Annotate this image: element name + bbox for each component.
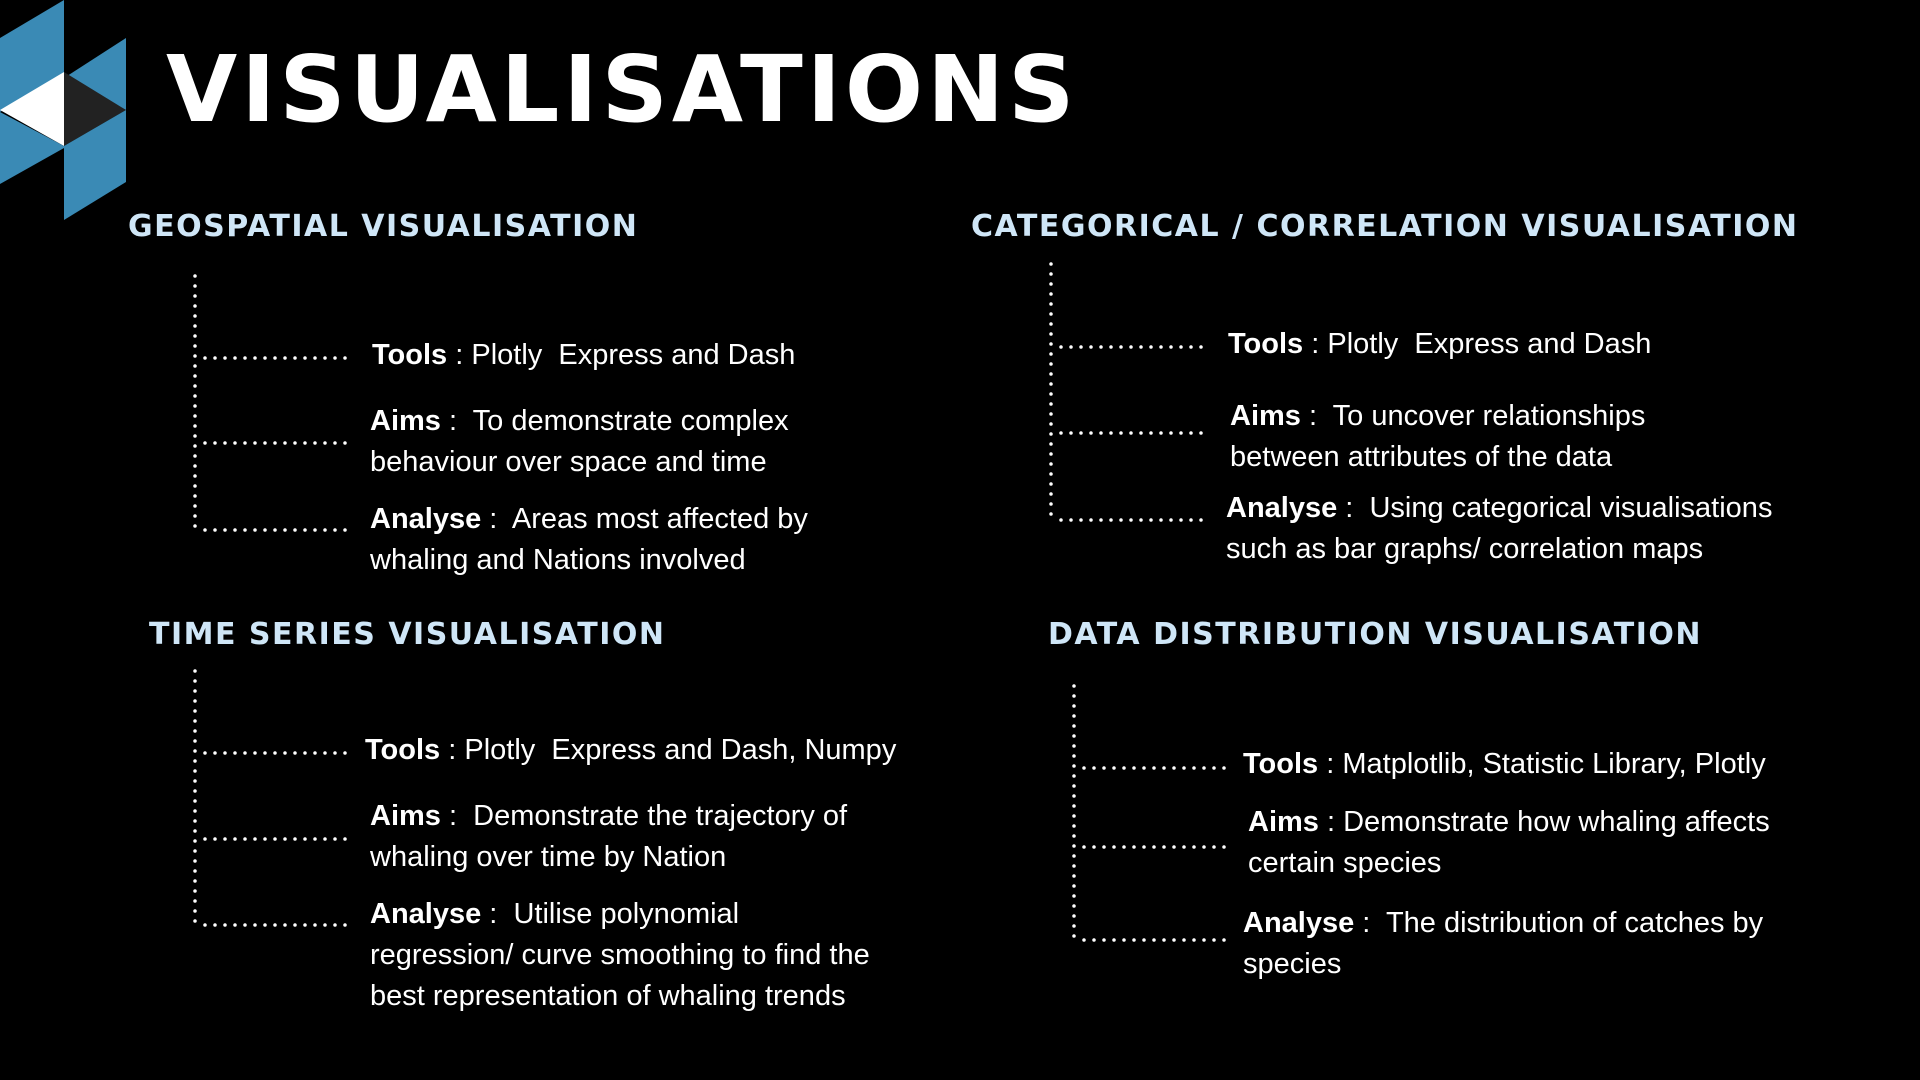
separator: :	[440, 405, 473, 437]
analyse-text-line-1: Areas most affected by	[511, 503, 808, 535]
logo-right-upper-facet	[64, 38, 126, 110]
tools-item: Tools : Plotly Express and Dash	[1228, 324, 1651, 365]
tools-text: Plotly Express and Dash	[471, 339, 796, 371]
analyse-key: Analyse	[370, 503, 482, 535]
tools-text: Plotly Express and Dash, Numpy	[464, 734, 897, 766]
separator: :	[440, 734, 465, 766]
logo-bottom-right-facet	[64, 110, 126, 220]
analyse-text-line-3: best representation of whaling trends	[370, 980, 846, 1012]
separator: :	[440, 800, 474, 832]
tools-text: Plotly Express and Dash	[1327, 328, 1652, 360]
aims-key: Aims	[370, 405, 441, 437]
section-heading: GEOSPATIAL VISUALISATION	[128, 209, 639, 244]
aims-item: Aims : To uncover relationships between …	[1230, 396, 1645, 478]
aims-item: Aims : Demonstrate how whaling affects c…	[1248, 802, 1770, 884]
separator: :	[481, 503, 512, 535]
logo-dark-facet	[64, 72, 126, 146]
tools-key: Tools	[372, 339, 448, 371]
section-heading: DATA DISTRIBUTION VISUALISATION	[1048, 617, 1703, 652]
aims-text-line-1: Demonstrate how whaling affects	[1343, 806, 1770, 838]
analyse-text-line-2: species	[1243, 948, 1342, 980]
analyse-text-line-1: Utilise polynomial	[513, 898, 740, 930]
logo-white-facet	[0, 72, 64, 146]
separator: :	[1318, 748, 1343, 780]
aims-text-line-1: Demonstrate the trajectory of	[473, 800, 848, 832]
tools-item: Tools : Plotly Express and Dash	[372, 335, 795, 376]
tools-item: Tools : Plotly Express and Dash, Numpy	[365, 730, 896, 771]
tools-text: Matplotlib, Statistic Library, Plotly	[1342, 748, 1766, 780]
aims-text-line-1: To uncover relationships	[1332, 400, 1646, 432]
aims-text-line-2: certain species	[1248, 847, 1442, 879]
analyse-item: Analyse : Areas most affected by whaling…	[370, 499, 808, 581]
analyse-text-line-2: such as bar graphs/ correlation maps	[1226, 533, 1704, 565]
cube-logo	[0, 0, 126, 220]
analyse-text-line-2: whaling and Nations involved	[370, 544, 746, 576]
tools-key: Tools	[365, 734, 441, 766]
separator: :	[1318, 806, 1344, 838]
page-title: VISUALISATIONS	[166, 36, 1079, 143]
aims-item: Aims : Demonstrate the trajectory of wha…	[370, 796, 847, 878]
analyse-key: Analyse	[1243, 907, 1355, 939]
analyse-text-line-1: The distribution of catches by	[1385, 907, 1764, 939]
aims-key: Aims	[1248, 806, 1319, 838]
aims-item: Aims : To demonstrate complex behaviour …	[370, 401, 789, 483]
aims-text-line-2: between attributes of the data	[1230, 441, 1613, 473]
separator: :	[1354, 907, 1386, 939]
aims-text-line-1: To demonstrate complex	[472, 405, 789, 437]
analyse-item: Analyse : The distribution of catches by…	[1243, 903, 1763, 985]
analyse-key: Analyse	[370, 898, 482, 930]
analyse-text-line-2: regression/ curve smoothing to find the	[370, 939, 870, 971]
analyse-item: Analyse : Using categorical visualisatio…	[1226, 488, 1772, 570]
analyse-key: Analyse	[1226, 492, 1338, 524]
separator: :	[1303, 328, 1328, 360]
section-heading: CATEGORICAL / CORRELATION VISUALISATION	[971, 209, 1799, 244]
analyse-item: Analyse : Utilise polynomial regression/…	[370, 894, 870, 1017]
separator: :	[447, 339, 472, 371]
aims-text-line-2: whaling over time by Nation	[370, 841, 727, 873]
separator: :	[1300, 400, 1333, 432]
tools-key: Tools	[1243, 748, 1319, 780]
separator: :	[1337, 492, 1370, 524]
section-heading: TIME SERIES VISUALISATION	[149, 617, 666, 652]
aims-text-line-2: behaviour over space and time	[370, 446, 767, 478]
tools-key: Tools	[1228, 328, 1304, 360]
aims-key: Aims	[370, 800, 441, 832]
tools-item: Tools : Matplotlib, Statistic Library, P…	[1243, 744, 1766, 785]
analyse-text-line-1: Using categorical visualisations	[1369, 492, 1773, 524]
logo-bottom-left-facet	[0, 112, 64, 184]
separator: :	[481, 898, 514, 930]
aims-key: Aims	[1230, 400, 1301, 432]
